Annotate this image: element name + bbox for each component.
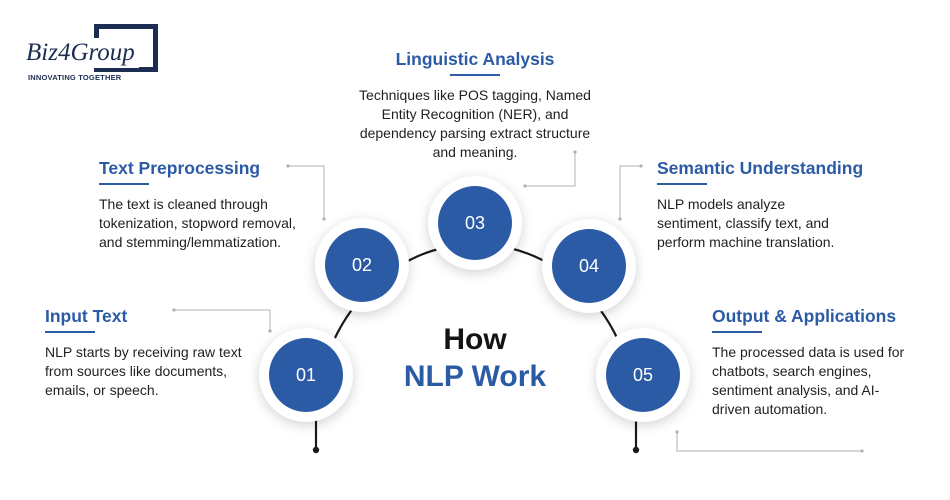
- logo-four: 4: [57, 39, 71, 66]
- step-title: Semantic Understanding: [657, 158, 864, 178]
- step-03-text: Linguistic Analysis Techniques like POS …: [350, 48, 600, 162]
- step-title: Text Preprocessing: [99, 158, 261, 178]
- step-01-text: Input Text NLP starts by receiving raw t…: [45, 305, 245, 400]
- step-number: 05: [606, 338, 680, 412]
- step-circle-02: 02: [315, 218, 409, 312]
- arc-end-dot-right: [632, 446, 640, 454]
- step-description: NLP models analyze sentiment, classify t…: [657, 196, 835, 250]
- logo-tagline: INNOVATING TOGETHER: [28, 73, 122, 82]
- connector-01: [174, 309, 271, 331]
- logo-group: Group: [70, 39, 135, 66]
- step-circle-03: 03: [428, 176, 522, 270]
- step-description: NLP starts by receiving raw text from so…: [45, 344, 242, 398]
- logo-biz: Biz: [26, 39, 58, 66]
- step-description: Techniques like POS tagging, Named Entit…: [359, 87, 591, 160]
- step-title: Input Text: [45, 306, 128, 326]
- connector-04: [619, 165, 641, 219]
- step-circle-04: 04: [542, 219, 636, 313]
- connector-03: [525, 152, 576, 187]
- title-underline: [657, 183, 707, 185]
- title-underline: [45, 331, 95, 333]
- step-title: Output & Applications: [712, 306, 897, 326]
- center-title-line1: How: [443, 323, 507, 356]
- step-description: The processed data is used for chatbots,…: [712, 344, 905, 417]
- title-underline: [450, 74, 500, 76]
- step-number: 03: [438, 186, 512, 260]
- title-underline: [712, 331, 762, 333]
- step-02-text: Text Preprocessing The text is cleaned t…: [99, 157, 299, 252]
- center-title-line2: NLP Work: [403, 360, 547, 393]
- step-05-text: Output & Applications The processed data…: [712, 305, 912, 419]
- title-underline: [99, 183, 149, 185]
- step-number: 02: [325, 228, 399, 302]
- step-title: Linguistic Analysis: [395, 49, 555, 69]
- connector-05: [676, 432, 862, 452]
- logo-wordmark: Biz4Group: [26, 38, 139, 68]
- step-04-text: Semantic Understanding NLP models analyz…: [657, 157, 864, 252]
- center-title: How NLP Work: [370, 322, 580, 396]
- step-circle-05: 05: [596, 328, 690, 422]
- arc-end-dot-left: [312, 446, 320, 454]
- step-number: 01: [269, 338, 343, 412]
- step-description: The text is cleaned through tokenization…: [99, 196, 296, 250]
- connector-02: [288, 165, 325, 219]
- brand-logo: Biz4Group INNOVATING TOGETHER: [22, 24, 160, 86]
- step-circle-01: 01: [259, 328, 353, 422]
- step-number: 04: [552, 229, 626, 303]
